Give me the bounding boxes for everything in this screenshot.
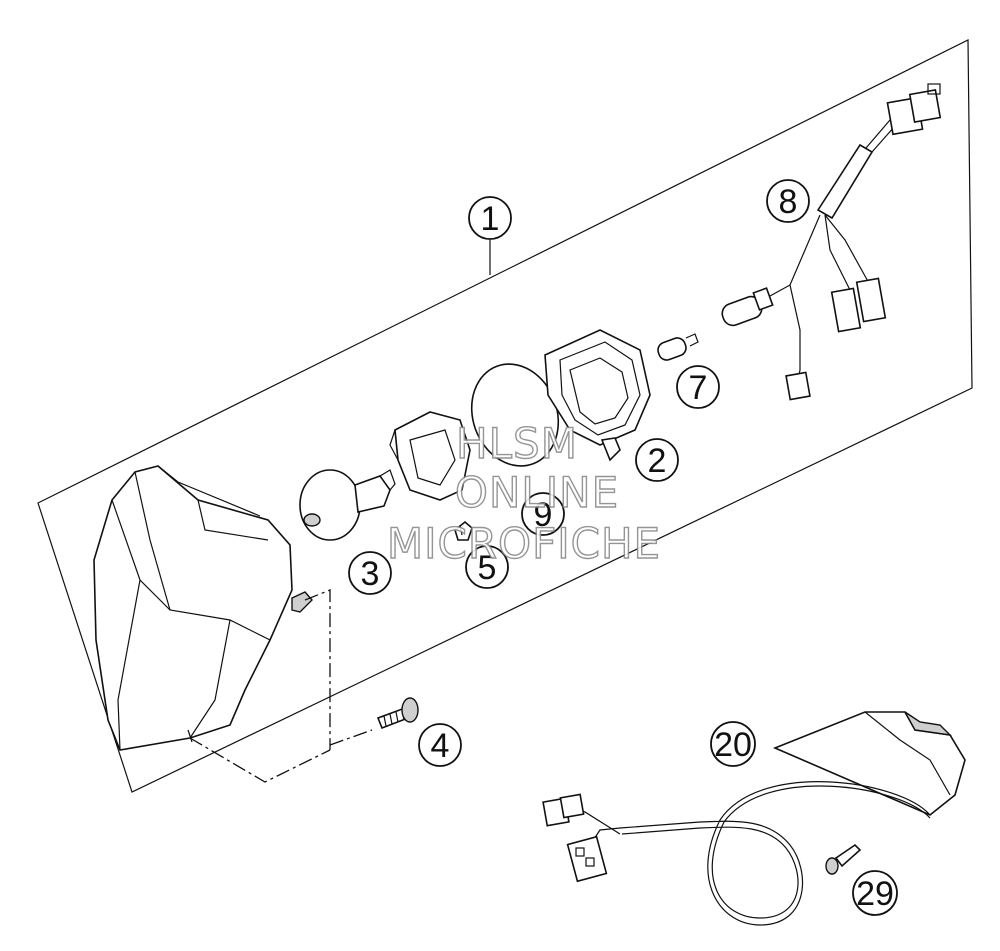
callout-3[interactable]: 3 [348,551,392,595]
screw-part-4 [376,697,419,730]
small-bulb-part-7 [657,333,699,361]
assembly-outline [37,39,973,793]
svg-text:20: 20 [714,726,752,764]
svg-text:MICROFICHE: MICROFICHE [387,519,661,568]
clip-part-5 [454,520,473,541]
alignment-line [304,589,331,750]
harness-part-20 [542,781,931,926]
callout-29[interactable]: 29 [852,870,898,916]
callout-9[interactable]: 9 [521,492,565,536]
svg-text:3: 3 [361,555,380,593]
cover-part-20 [772,711,966,816]
callout-20[interactable]: 20 [710,721,756,767]
svg-text:5: 5 [478,549,497,587]
svg-text:29: 29 [856,875,894,913]
socket-part-9 [389,411,471,501]
callout-7[interactable]: 7 [676,365,720,409]
callout-8[interactable]: 8 [766,179,810,223]
bulb-part-3 [299,469,396,541]
callout-1[interactable]: 1 [468,196,512,240]
wiring-harness-part-8 [721,83,942,401]
alignment-line-3 [329,729,373,746]
screw-part-29 [825,843,862,875]
callout-4[interactable]: 4 [418,723,462,767]
headlight-mask [93,465,313,751]
svg-text:ONLINE: ONLINE [455,468,619,517]
callout-2[interactable]: 2 [635,438,679,482]
seal-part-2 [470,329,651,467]
svg-text:9: 9 [534,496,553,534]
svg-text:7: 7 [689,369,708,407]
watermark: HLSM ONLINE MICROFICHE [386,418,661,568]
svg-text:HLSM: HLSM [456,419,578,468]
alignment-line-2 [189,737,331,783]
svg-text:4: 4 [431,727,450,765]
svg-text:2: 2 [648,442,667,480]
callout-5[interactable]: 5 [465,545,509,589]
svg-text:1: 1 [481,200,500,238]
svg-text:8: 8 [779,183,798,221]
